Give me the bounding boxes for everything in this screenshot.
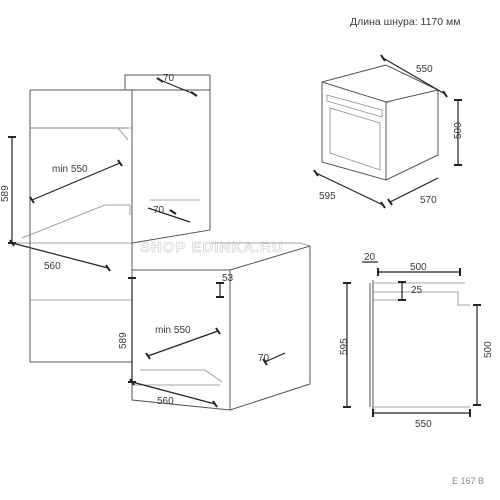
- dim-bottom-min-depth: min 550: [155, 325, 191, 336]
- dim-oven-front-depth: 570: [420, 195, 437, 206]
- dim-top-width: 560: [44, 261, 61, 272]
- dim-side-body-height: 500: [483, 341, 494, 358]
- dim-side-panel: 25: [411, 285, 423, 296]
- oven-side-view: [369, 280, 470, 410]
- dim-top-vent: 70: [153, 205, 165, 216]
- oven-iso-dims: 550 500 595 570: [313, 54, 464, 209]
- dim-side-door-offset: 20: [364, 252, 376, 263]
- top-cabinet: [14, 74, 211, 244]
- dim-bottom-vent: 70: [258, 353, 270, 364]
- dim-top-depth: 70: [163, 73, 175, 84]
- top-cabinet-dims: 70 589 min 550 560 70: [0, 73, 198, 272]
- side-view-dims: 20 500 25 595 500 550: [339, 252, 494, 430]
- dim-oven-width: 595: [319, 191, 336, 202]
- dim-side-height: 595: [339, 338, 350, 355]
- bottom-cabinet-dims: 53 589 min 550 70 560: [118, 273, 286, 408]
- dim-bottom-width: 560: [157, 396, 174, 407]
- dim-oven-height: 500: [453, 122, 464, 139]
- dim-top-height: 589: [0, 185, 11, 202]
- dim-bottom-gap: 53: [222, 273, 234, 284]
- dim-oven-depth: 550: [416, 64, 433, 75]
- dim-side-depth: 500: [410, 262, 427, 273]
- dim-side-bottom-depth: 550: [415, 419, 432, 430]
- oven-iso: [321, 64, 439, 181]
- cord-length-label: Длина шнура: 1170 мм: [350, 16, 460, 28]
- dim-bottom-height: 589: [118, 332, 129, 349]
- model-code: E 167 B: [452, 476, 484, 486]
- watermark: SHOP EDINKA.RU: [140, 239, 284, 256]
- dim-top-min-depth: min 550: [52, 164, 88, 175]
